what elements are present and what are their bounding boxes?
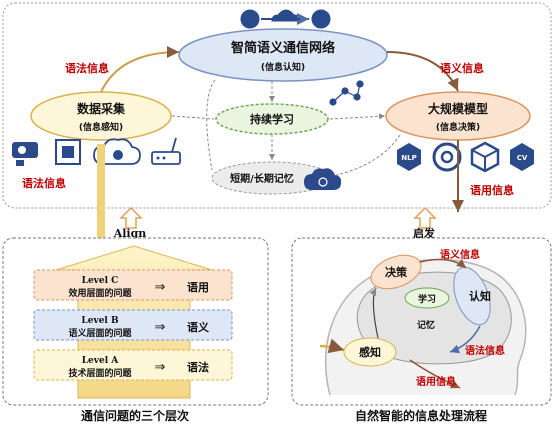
brain-learn-label: 学习: [418, 293, 436, 305]
openai-icon: [432, 142, 462, 172]
connector-network-memory: [206, 79, 216, 171]
router-icon: [151, 137, 181, 165]
cube-icon: [470, 141, 500, 173]
level-b-row: Level B 语义层面的问题 ⇒ 语义: [33, 309, 233, 341]
level-a-result: 语法: [187, 360, 209, 374]
decide-label: 决策: [385, 265, 408, 279]
decide-node: [370, 254, 422, 290]
level-b-desc: 语义层面的问题: [68, 327, 132, 339]
level-c-arrow: ⇒: [155, 280, 166, 295]
cognize-label: 认知: [469, 289, 491, 303]
network-node: [178, 28, 388, 82]
brain-pragmatic-label: 语用信息: [416, 375, 456, 388]
network-subtitle: (信息认知): [261, 61, 305, 73]
level-c-result: 语用: [187, 280, 209, 294]
level-a-arrow: ⇒: [155, 360, 166, 375]
chip-icon: [55, 139, 81, 165]
level-c-name: Level C: [82, 276, 119, 286]
llm-title: 大规模模型: [428, 101, 488, 116]
label-pragmatic-right: 语用信息: [470, 183, 514, 197]
camera-icon: [12, 142, 38, 166]
decide-cognize-arrow: [419, 258, 467, 269]
collect-title: 数据采集: [77, 101, 126, 116]
perceive-decide-arrow: [369, 287, 379, 339]
perceive-input-arrow: [319, 338, 345, 354]
arc-network-llm: [386, 51, 459, 92]
brain-memory-label: 记忆: [417, 319, 435, 331]
network-graph-icon: [329, 80, 364, 106]
level-a-desc: 技术层面的问题: [68, 367, 132, 379]
levels-caption: 通信问题的三个层次: [81, 408, 189, 423]
level-b-name: Level B: [81, 316, 119, 326]
brain-caption: 自然智能的信息处理流程: [355, 408, 487, 423]
antenna-cloud-icon: [240, 9, 331, 29]
memory-title: 短期/长期记忆: [230, 172, 294, 185]
cv-icon: CV: [510, 143, 534, 171]
level-b-arrow: ⇒: [155, 320, 166, 335]
level-c-row: Level C 效用层面的问题 ⇒ 语用: [33, 269, 233, 301]
connector-llm-memory: [332, 134, 401, 177]
brain-semantic-label: 语义信息: [440, 248, 480, 261]
brain-syntax-label: 语法信息: [465, 344, 505, 357]
label-syntax-upper: 语法信息: [65, 61, 109, 75]
network-title: 智简语义通信网络: [231, 40, 335, 56]
brain-learn-node: [404, 287, 450, 309]
label-semantic-upper: 语义信息: [440, 61, 484, 75]
level-a-row: Level A 技术层面的问题 ⇒ 语法: [33, 349, 233, 381]
perceive-label: 感知: [359, 345, 381, 359]
inspire-label: 启发: [413, 226, 436, 240]
svg-text:NLP: NLP: [401, 154, 416, 162]
cognize-down-arrow: [449, 325, 481, 354]
level-c-desc: 效用层面的问题: [68, 287, 132, 299]
connector-learn-llm: [329, 113, 386, 120]
level-a-name: Level A: [82, 356, 120, 366]
arc-collect-network: [100, 46, 180, 93]
pragmatic-out-arrow: [409, 359, 461, 389]
align-arrow: [119, 206, 143, 229]
svg-text:CV: CV: [517, 154, 528, 162]
align-label: Align: [113, 227, 147, 240]
cloud-sync-icon: [304, 168, 342, 190]
inspire-arrow: [413, 206, 437, 229]
label-syntax-lower: 语法信息: [22, 176, 66, 190]
collect-stem: [97, 144, 105, 244]
llm-subtitle: (信息决策): [436, 121, 480, 133]
gear-cloud-icon: [93, 138, 141, 165]
level-b-result: 语义: [187, 320, 210, 334]
learn-title: 持续学习: [250, 112, 294, 126]
perceive-node: [343, 337, 397, 367]
collect-subtitle: (信息感知): [79, 121, 123, 133]
nlp-icon: NLP: [397, 143, 421, 171]
